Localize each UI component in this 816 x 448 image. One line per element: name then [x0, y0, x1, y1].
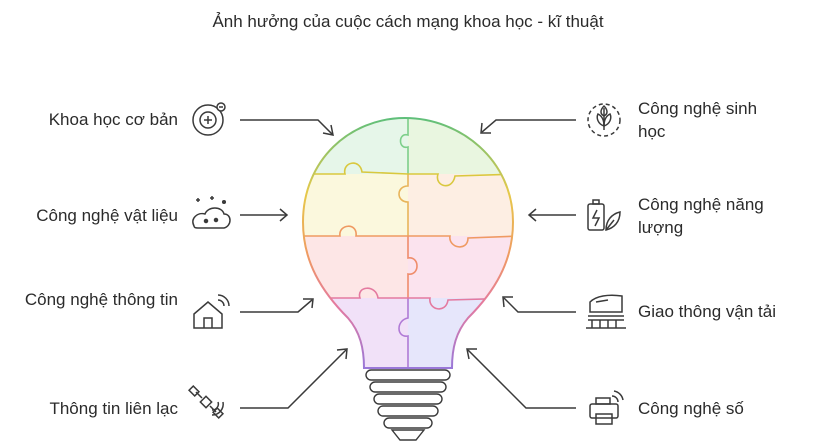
label-thong-tin-lien-lac: Thông tin liên lạc: [49, 399, 178, 418]
label-khoa-hoc-co-ban: Khoa học cơ bản: [48, 110, 178, 129]
band-yellow: [303, 174, 408, 236]
arrowhead-cong-nghe-sinh-hoc: [480, 122, 491, 134]
satellite-icon: [187, 384, 225, 420]
base-ring-5: [383, 417, 433, 429]
band-purple: [303, 298, 408, 368]
bulb-base: [365, 369, 451, 441]
train-icon: [586, 294, 626, 329]
printer-icon: [589, 390, 624, 425]
arrow-cong-nghe-sinh-hoc: [481, 119, 576, 133]
band-peach: [408, 174, 513, 236]
label-cong-nghe-vat-lieu: Công nghệ vật liệu: [36, 206, 178, 225]
base-ring-1: [365, 369, 451, 381]
arrow-cong-nghe-thong-tin: [240, 299, 313, 313]
band-pink-left: [303, 236, 408, 298]
bulb-outline: [301, 116, 515, 369]
plant-icon: [587, 103, 621, 137]
arrow-cong-nghe-so: [467, 349, 576, 409]
arrowhead-cong-nghe-thong-tin: [303, 298, 314, 309]
label-giao-thong-van-tai: Giao thông vận tải: [638, 302, 776, 321]
arrow-thong-tin-lien-lac: [240, 349, 347, 409]
bulb-puzzle: [303, 118, 513, 368]
base-ring-2: [369, 381, 447, 393]
arrow-khoa-hoc-co-ban: [240, 119, 333, 135]
label-cong-nghe-sinh-hoc: Công nghệ sinh học: [638, 99, 758, 141]
arrowhead-thong-tin-lien-lac: [336, 348, 348, 360]
arrowhead-cong-nghe-nang-luong: [527, 208, 537, 222]
connectors: [240, 119, 576, 409]
diagram-title: Ảnh hưởng của cuộc cách mạng khoa học - …: [212, 12, 604, 31]
puzzle-seams: [303, 118, 513, 368]
base-ring-3: [373, 393, 443, 405]
arrow-giao-thong-van-tai: [503, 297, 576, 313]
base-tip: [390, 429, 426, 441]
label-cong-nghe-nang-luong: Công nghệ năng lượng: [638, 195, 764, 237]
band-lavender: [408, 298, 513, 368]
arrowhead-khoa-hoc-co-ban: [322, 124, 334, 136]
label-cong-nghe-so: Công nghệ số: [638, 399, 744, 418]
arrowhead-cong-nghe-vat-lieu: [279, 208, 289, 222]
base-ring-4: [377, 405, 439, 417]
arrowhead-giao-thong-van-tai: [502, 296, 513, 308]
arrowhead-cong-nghe-so: [466, 348, 477, 360]
smart-home-icon: [193, 294, 230, 329]
atom-plus-icon: [192, 102, 226, 136]
battery-leaf-icon: [587, 199, 621, 231]
materials-icon: [192, 196, 231, 229]
label-cong-nghe-thong-tin: Công nghệ thông tin: [24, 290, 178, 309]
